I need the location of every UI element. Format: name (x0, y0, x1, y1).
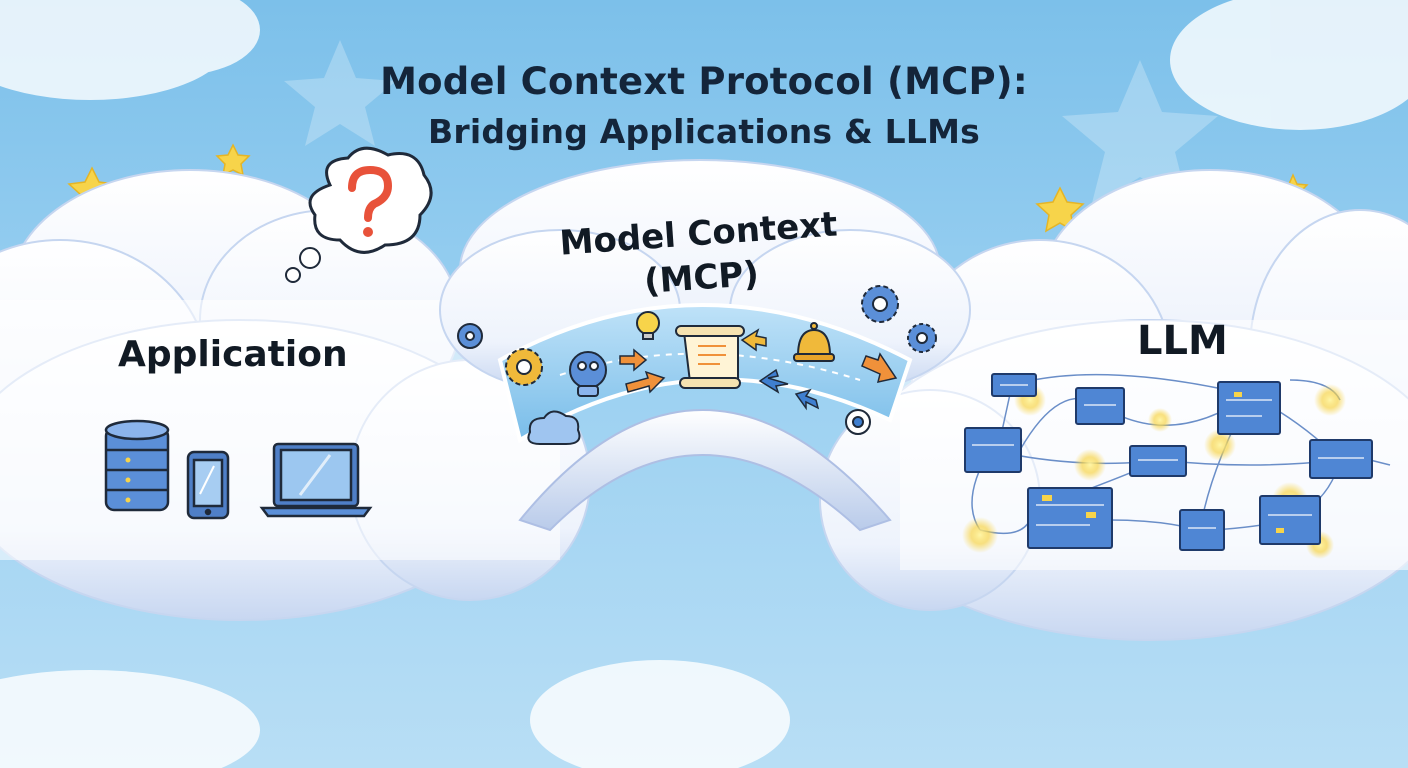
arrow-left-icon (740, 328, 767, 352)
llm-label: LLM (1137, 318, 1228, 364)
gear-icon (457, 323, 483, 349)
page-title: Model Context Protocol (MCP): (380, 60, 1028, 103)
thought-bubble (285, 146, 433, 283)
bridge-arch (518, 409, 892, 532)
neural-network-icon (962, 373, 1391, 559)
cloud-data-icon (527, 410, 581, 445)
document-scroll-icon (675, 325, 745, 389)
bell-icon (793, 322, 835, 362)
question-mark-icon (348, 165, 393, 237)
lightbulb-icon (636, 311, 660, 340)
robot-icon (569, 351, 607, 397)
faint-stars (284, 40, 1218, 207)
page-subtitle: Bridging Applications & LLMs (428, 112, 980, 151)
laptop-icon (259, 442, 373, 518)
gear-icon (505, 348, 543, 386)
application-label: Application (118, 334, 348, 375)
smartphone-icon (186, 450, 230, 520)
gear-icon (861, 285, 937, 353)
eye-icon (845, 409, 871, 435)
arrow-left-icon (758, 368, 820, 411)
database-icon (104, 419, 170, 512)
arrow-right-icon (619, 348, 898, 394)
